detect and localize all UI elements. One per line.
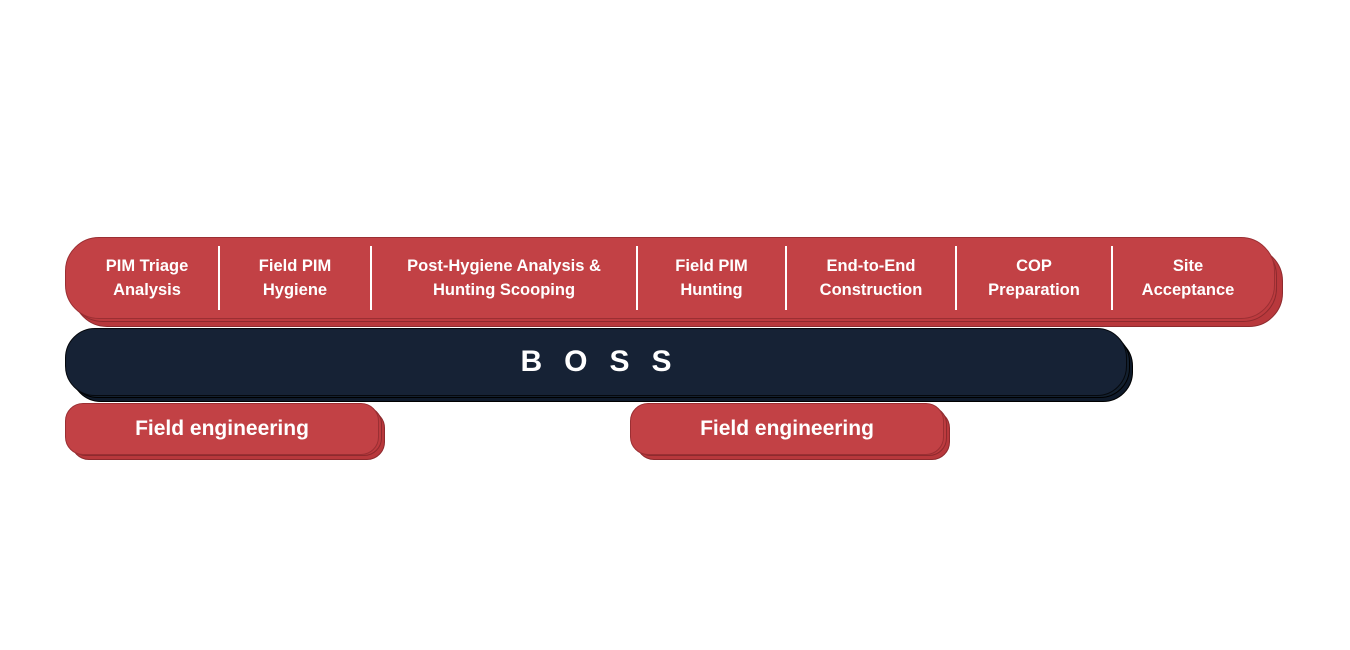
phase-bar: PIM Triage Analysis Field PIM Hygiene Po… [65, 237, 1285, 329]
field-engineering-right: Field engineering [630, 403, 952, 463]
phase-end-to-end-construction: End-to-End Construction [787, 246, 957, 310]
field-engineering-label: Field engineering [135, 417, 309, 440]
field-engineering-label: Field engineering [700, 417, 874, 440]
phase-pim-triage-analysis: PIM Triage Analysis [76, 246, 220, 310]
phase-field-pim-hygiene: Field PIM Hygiene [220, 246, 372, 310]
field-engineering-left-front: Field engineering [65, 403, 379, 455]
field-engineering-left: Field engineering [65, 403, 387, 463]
field-engineering-right-front: Field engineering [630, 403, 944, 455]
boss-bar-front: BOSS [65, 328, 1127, 396]
boss-label: BOSS [520, 345, 694, 378]
boss-bar: BOSS [65, 328, 1135, 404]
phase-site-acceptance: Site Acceptance [1141, 257, 1235, 299]
phase-bar-front: PIM Triage Analysis Field PIM Hygiene Po… [65, 237, 1275, 319]
phase-field-pim-hunting: Field PIM Hunting [638, 246, 787, 310]
phase-post-hygiene-analysis: Post-Hygiene Analysis & Hunting Scooping [372, 246, 638, 310]
phase-cop-preparation: COP Preparation [957, 246, 1113, 310]
